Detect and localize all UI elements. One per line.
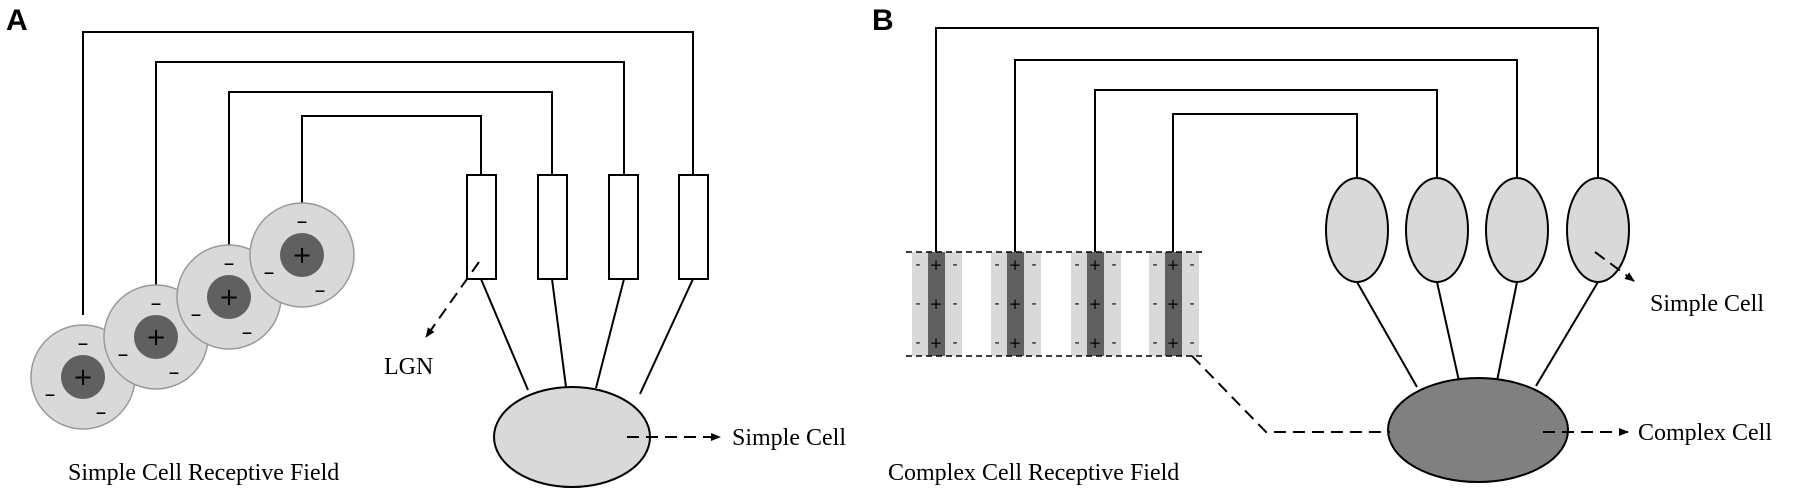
wire-bar-2 [1014,59,1518,252]
panel-b-wires [935,27,1599,252]
svg-text:+: + [1089,256,1102,274]
svg-text:-: - [1031,296,1036,312]
minus-sign: – [297,210,308,235]
lgn-cell-4: + – – – [249,202,355,308]
bar-field-4-signs: - + - - + - - + - [1152,256,1194,352]
svg-text:-: - [952,296,957,312]
plus-sign: + [73,363,93,391]
lgn-neurons [466,174,709,280]
simple-cell-label: Simple Cell [732,425,846,451]
svg-text:-: - [952,335,957,351]
lgn-neuron-1 [466,174,497,280]
svg-text:-: - [1152,257,1157,273]
svg-text:-: - [915,335,920,351]
simple-cell-label-b: Simple Cell [1650,291,1764,317]
bar-field-1-signs: - + - - + - - + - [915,256,957,352]
svg-text:-: - [994,257,999,273]
axons-to-complex-cell [1356,281,1599,388]
receptive-field-link [1191,355,1390,433]
panel-b-caption: Complex Cell Receptive Field [888,460,1179,486]
wire-bar-1 [935,27,1599,252]
plus-sign: + [219,283,239,311]
lgn-neuron-4 [678,174,709,280]
svg-text:-: - [1074,296,1079,312]
wire-lgn-3 [228,91,553,245]
complex-cell-label: Complex Cell [1638,420,1772,446]
minus-sign: – [264,261,275,286]
bar-field-2-signs: - + - - + - - + - [994,256,1036,352]
panel-a: A + – – – + – – – [6,4,846,488]
lgn-receptive-fields: + – – – + – – – + – – – [30,202,355,430]
panel-a-label: A [6,4,28,37]
bar-receptive-fields [906,251,1205,357]
simple-cell-3 [1485,177,1549,283]
panel-b: B - + - - + - - [872,4,1772,486]
svg-text:-: - [1189,335,1194,351]
simple-cell-4 [1566,177,1630,283]
wire-bar-4 [1172,113,1358,252]
simple-cells [1325,177,1630,283]
bar-field-3-signs: - + - - + - - + - [1074,256,1116,352]
wire-lgn-4 [301,115,482,212]
svg-text:-: - [915,257,920,273]
svg-text:-: - [1111,335,1116,351]
minus-sign: – [191,303,202,328]
wire-bar-3 [1094,89,1438,252]
wire-lgn-2 [155,61,625,287]
lgn-neuron-2 [537,174,568,280]
simple-cell-1 [1325,177,1389,283]
wire-lgn-1 [82,31,694,315]
svg-text:+: + [1167,334,1180,352]
panel-a-wires [82,31,694,315]
svg-text:-: - [1111,257,1116,273]
minus-sign: – [96,401,107,426]
minus-sign: – [169,361,180,386]
lgn-cell-1: + – – – [30,324,136,430]
svg-text:-: - [952,257,957,273]
svg-text:-: - [1152,335,1157,351]
panel-a-caption: Simple Cell Receptive Field [68,460,339,486]
minus-sign: – [315,279,326,304]
lgn-pointer-arrow [425,261,480,338]
lgn-neuron-3 [608,174,639,280]
svg-text:-: - [1189,257,1194,273]
svg-text:+: + [1009,256,1022,274]
svg-text:+: + [1167,256,1180,274]
svg-text:-: - [1074,335,1079,351]
minus-sign: – [242,321,253,346]
svg-text:+: + [1009,334,1022,352]
svg-text:-: - [1031,335,1036,351]
svg-text:-: - [1074,257,1079,273]
axons-to-simple-cell [480,278,694,395]
svg-text:+: + [1089,334,1102,352]
complex-cell-body [1387,377,1569,483]
svg-text:+: + [930,334,943,352]
svg-text:+: + [1167,295,1180,313]
minus-sign: – [78,332,89,357]
panel-b-label: B [872,4,894,37]
plus-sign: + [146,323,166,351]
simple-cell-pointer-arrow-b [1594,251,1635,282]
svg-text:+: + [1089,295,1102,313]
svg-text:-: - [1111,296,1116,312]
svg-text:-: - [1189,296,1194,312]
svg-text:-: - [994,335,999,351]
svg-text:-: - [1152,296,1157,312]
svg-text:+: + [930,295,943,313]
simple-cell-body [493,386,651,488]
svg-text:-: - [1031,257,1036,273]
plus-sign: + [292,241,312,269]
minus-sign: – [224,252,235,277]
minus-sign: – [151,292,162,317]
simple-cell-2 [1405,177,1469,283]
minus-sign: – [45,383,56,408]
svg-text:-: - [994,296,999,312]
minus-sign: – [118,343,129,368]
svg-text:+: + [1009,295,1022,313]
svg-text:-: - [915,296,920,312]
lgn-label: LGN [384,354,433,380]
svg-text:+: + [930,256,943,274]
